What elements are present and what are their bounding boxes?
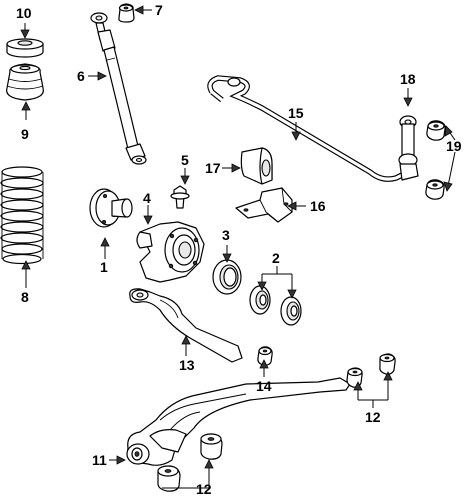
control-arm-bushings — [157, 433, 223, 492]
link-bushings — [425, 120, 446, 200]
wheel-bearing-pair — [249, 285, 302, 326]
leader-lines — [20, 5, 456, 489]
seal-ring — [212, 259, 242, 295]
stabilizer-bracket — [235, 187, 293, 223]
bump-stop — [6, 63, 44, 101]
ball-joint — [170, 185, 190, 209]
stabilizer-bar — [207, 75, 410, 182]
callout-16: 16 — [310, 198, 326, 214]
shock-bushing — [118, 3, 135, 23]
callout-1: 1 — [100, 259, 108, 275]
callout-19: 19 — [446, 138, 462, 154]
callout-4: 4 — [143, 190, 151, 206]
callout-17: 17 — [205, 160, 221, 176]
callout-10: 10 — [16, 5, 32, 21]
callout-9: 9 — [21, 126, 29, 142]
callout-12-lower: 12 — [196, 481, 212, 497]
callout-18: 18 — [400, 71, 416, 87]
tension-strut — [129, 288, 243, 363]
callout-6: 6 — [77, 68, 85, 84]
strut-bushing — [257, 346, 273, 366]
callout-labels: 1 2 3 4 5 6 7 8 9 10 11 12 12 13 14 15 1… — [16, 2, 462, 497]
steering-knuckle — [136, 221, 205, 283]
callout-12-right: 12 — [365, 409, 381, 425]
callout-14: 14 — [256, 378, 272, 394]
callout-11: 11 — [92, 452, 107, 468]
callout-8: 8 — [21, 289, 29, 305]
stabilizer-link — [398, 115, 419, 181]
coil-spring — [0, 166, 44, 265]
callout-3: 3 — [222, 227, 230, 243]
callout-15: 15 — [288, 105, 304, 121]
stabilizer-bushing — [240, 147, 273, 185]
callout-5: 5 — [181, 152, 189, 168]
callout-2: 2 — [272, 250, 280, 266]
callout-7: 7 — [155, 2, 163, 18]
spring-seat — [6, 38, 44, 58]
hub-flange — [89, 188, 133, 228]
lower-control-arm — [126, 377, 351, 466]
callout-13: 13 — [179, 357, 195, 373]
shock-absorber — [90, 12, 147, 165]
